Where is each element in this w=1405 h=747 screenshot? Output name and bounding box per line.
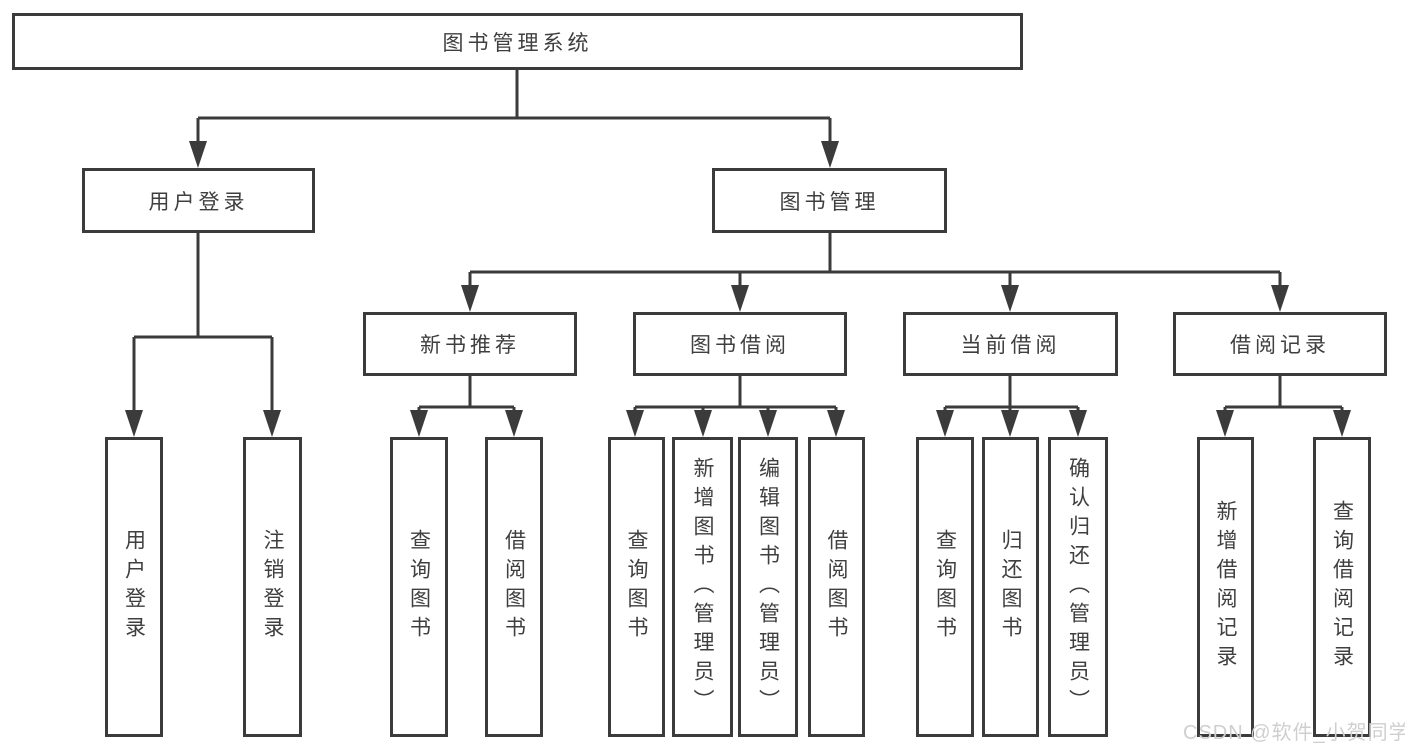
connector-book-management-branch bbox=[461, 233, 1289, 312]
leaf-query-books-borrow: 查询图书 bbox=[608, 437, 665, 737]
node-book-management: 图书管理 bbox=[712, 168, 947, 233]
leaf-query-books-current: 查询图书 bbox=[916, 437, 974, 737]
leaf-borrow-book: 借阅图书 bbox=[808, 437, 865, 737]
leaf-edit-book-admin: 编辑图书（管理员） bbox=[738, 437, 798, 737]
leaf-query-books-recommend: 查询图书 bbox=[390, 437, 448, 737]
watermark: CSDN @软件_小贺同学 bbox=[1183, 722, 1405, 744]
leaf-add-book-admin: 新增图书（管理员） bbox=[672, 437, 733, 737]
connector-book-borrow-branch bbox=[626, 376, 845, 437]
leaf-query-borrow-record: 查询借阅记录 bbox=[1313, 437, 1371, 737]
node-user-login: 用户登录 bbox=[82, 168, 315, 233]
connector-new-book-recommend-branch bbox=[410, 376, 523, 437]
leaf-return-book: 归还图书 bbox=[982, 437, 1039, 737]
connector-root-branch bbox=[189, 69, 839, 168]
connector-current-borrow-branch bbox=[936, 376, 1087, 437]
node-book-borrow: 图书借阅 bbox=[633, 312, 847, 376]
connector-user-login-branch bbox=[125, 233, 281, 437]
node-borrow-records: 借阅记录 bbox=[1173, 312, 1387, 376]
node-new-book-recommend: 新书推荐 bbox=[363, 312, 577, 376]
leaf-confirm-return-admin: 确认归还（管理员） bbox=[1048, 437, 1108, 737]
leaf-user-login: 用户登录 bbox=[105, 437, 163, 737]
leaf-borrow-book-recommend: 借阅图书 bbox=[485, 437, 543, 737]
leaf-logout: 注销登录 bbox=[243, 437, 302, 737]
node-root: 图书管理系统 bbox=[12, 13, 1023, 70]
node-current-borrow: 当前借阅 bbox=[903, 312, 1118, 376]
leaf-add-borrow-record: 新增借阅记录 bbox=[1197, 437, 1254, 737]
connector-borrow-records-branch bbox=[1216, 376, 1351, 437]
